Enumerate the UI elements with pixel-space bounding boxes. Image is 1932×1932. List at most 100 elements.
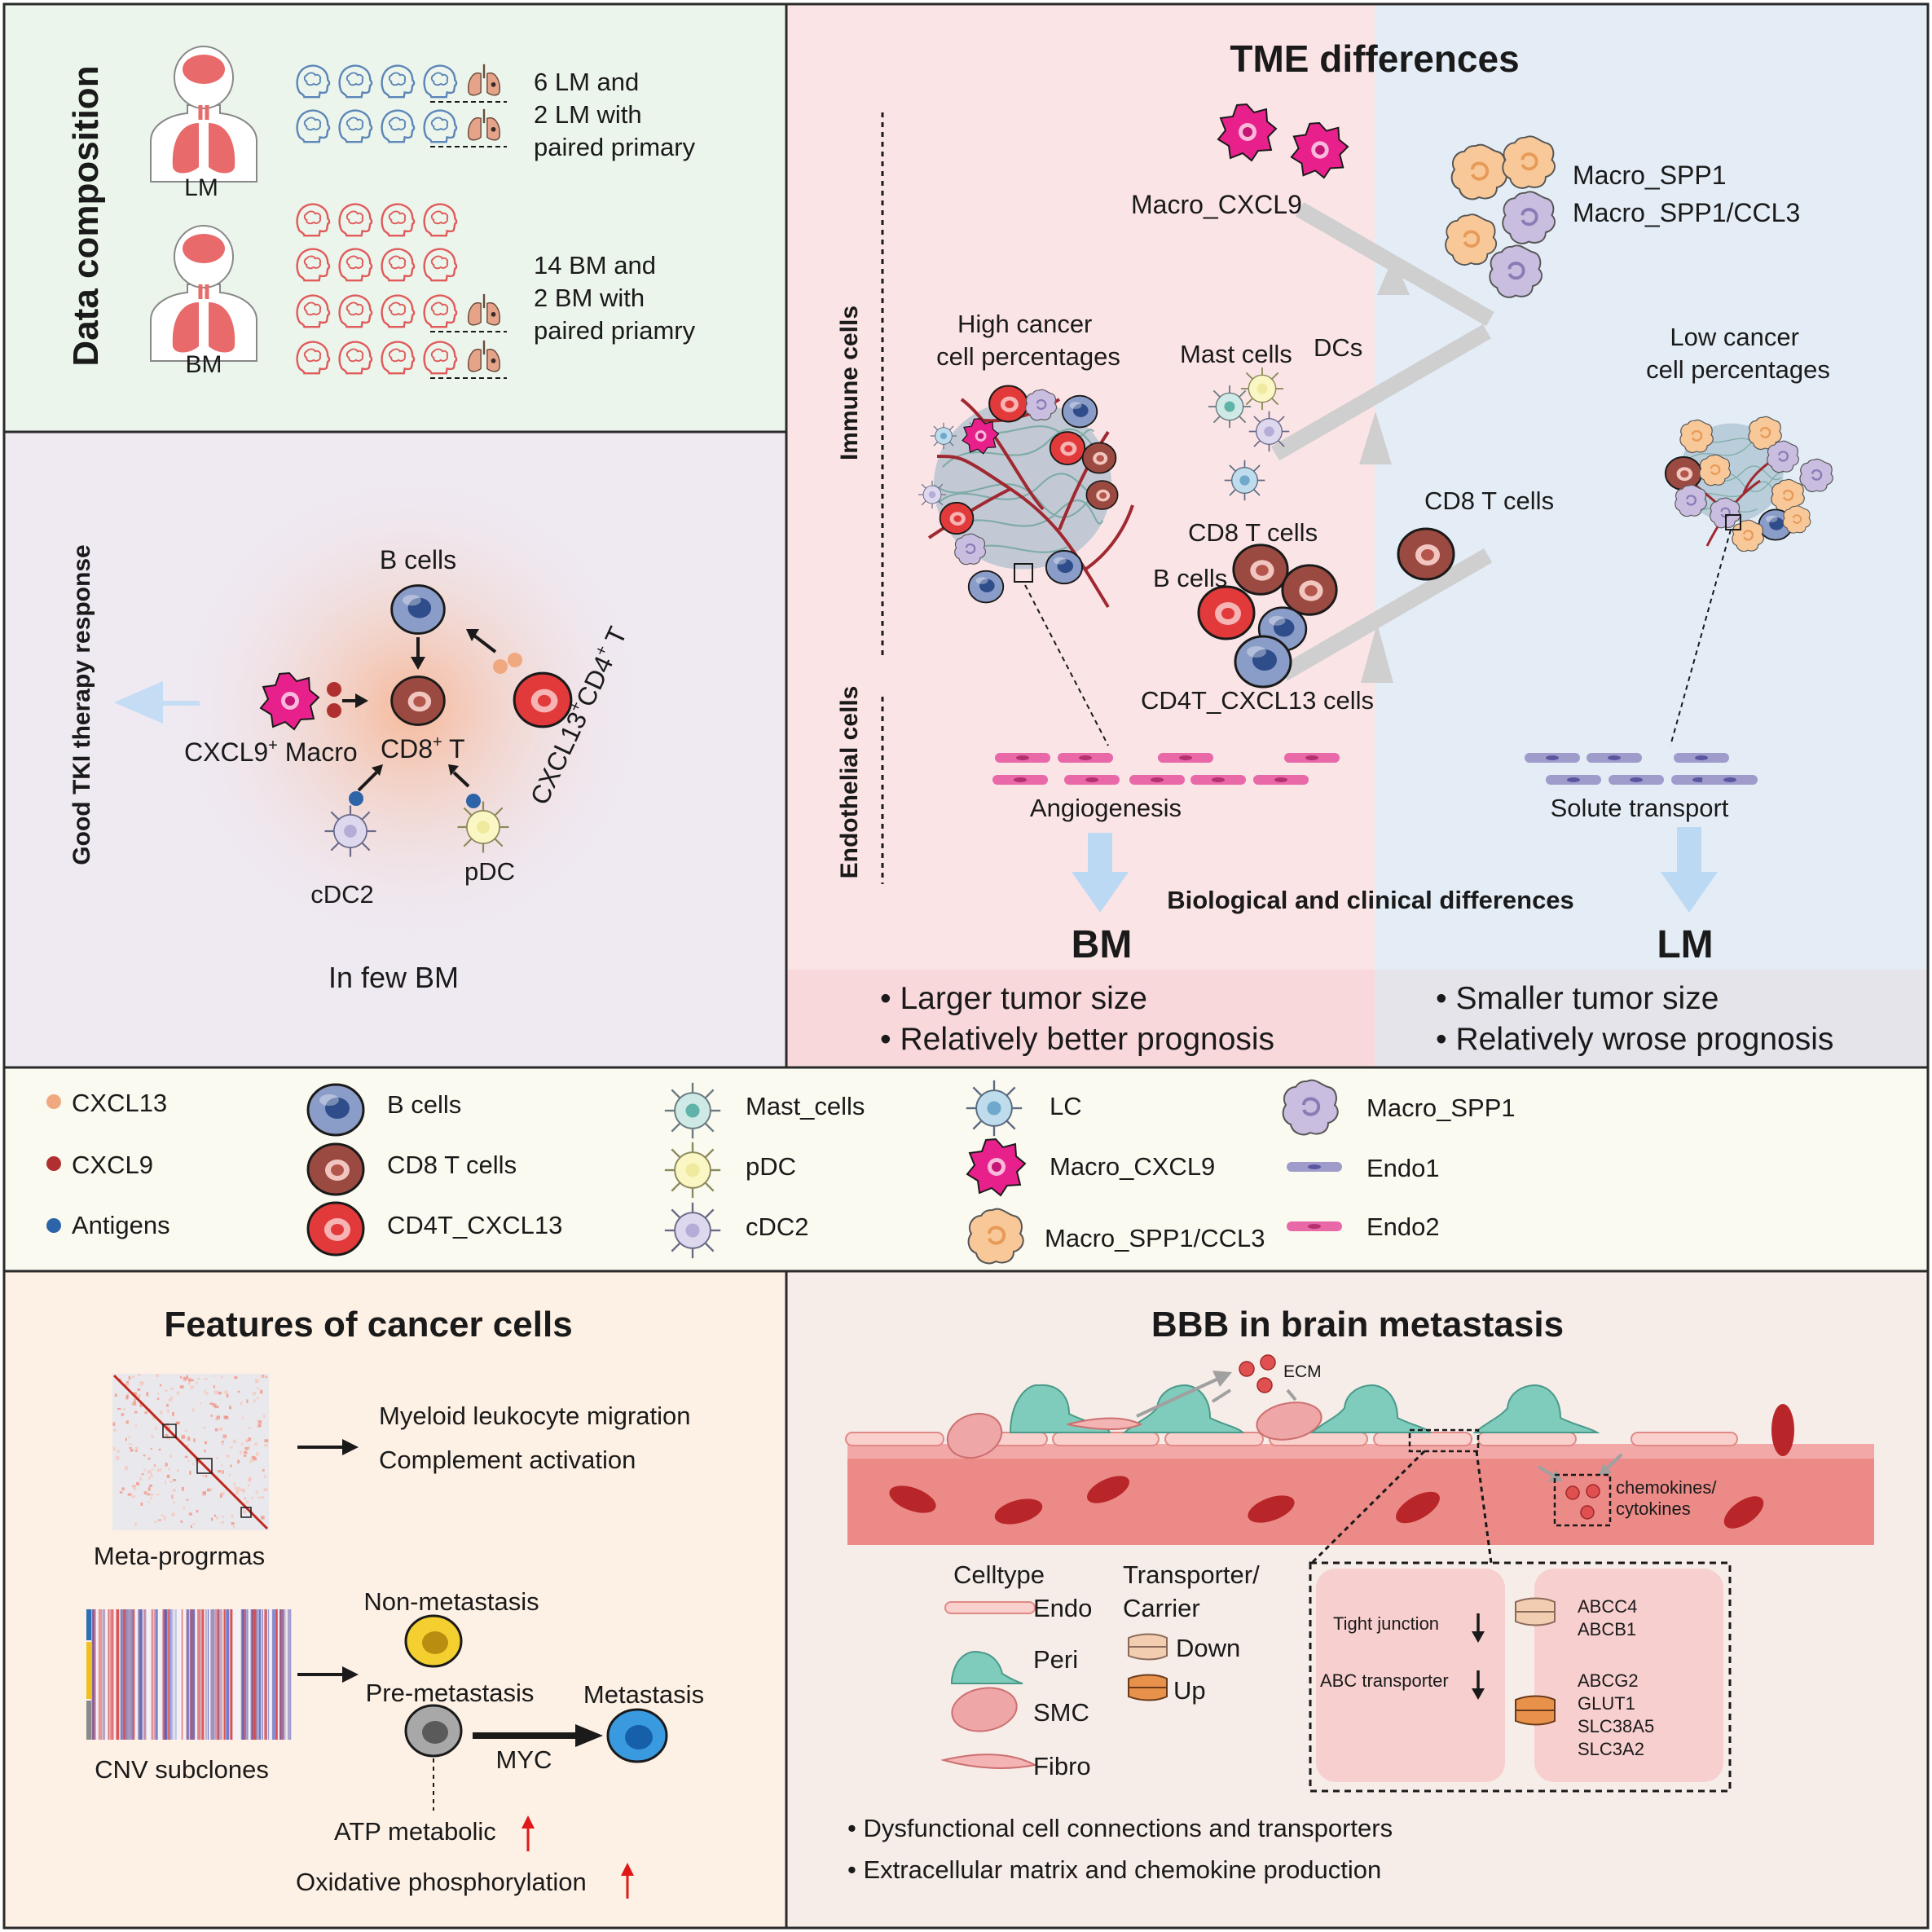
endothelial-cells-label: Endothelial cells <box>836 686 863 879</box>
endo2-cell <box>1158 753 1213 763</box>
tme-mast-cell <box>1207 384 1252 429</box>
complement-label: Complement activation <box>379 1446 636 1474</box>
atp-label: ATP metabolic <box>334 1817 496 1846</box>
chemokines-label: chemokines/ cytokines <box>1616 1477 1722 1519</box>
tme-cdc2-cell <box>1248 410 1291 453</box>
legend-cxcl9-dot <box>46 1156 61 1171</box>
tme-title: TME differences <box>1230 37 1519 80</box>
endo1-cell <box>1587 753 1642 763</box>
metastasis-label: Metastasis <box>583 1680 704 1709</box>
myeloid-label: Myeloid leukocyte migration <box>379 1402 691 1430</box>
tki-cdc2-label: cDC2 <box>310 880 374 909</box>
endo2-cell <box>992 775 1048 785</box>
endo2-cell <box>1284 753 1340 763</box>
down-genes: ABCC4 ABCB1 <box>1578 1596 1642 1639</box>
tme-cd8-cell <box>1232 544 1289 596</box>
lm-description: 6 LM and 2 LM with paired primary <box>534 68 696 161</box>
fibro-cell <box>1067 1417 1143 1430</box>
tme-cd4-cell <box>1197 585 1256 640</box>
endo2-cell <box>1190 775 1246 785</box>
down-transporter-icon <box>1128 1633 1168 1661</box>
pre-metastasis-cell <box>404 1704 463 1758</box>
tki-cd8-cell <box>390 676 446 726</box>
abc-transporter-label: ABC transporter <box>1320 1670 1449 1691</box>
endo1-cell <box>1525 753 1580 763</box>
tme-dcs-label: DCs <box>1314 333 1362 362</box>
tme-lc-cell <box>1223 459 1266 502</box>
non-metastasis-label: Non-metastasis <box>363 1587 539 1616</box>
bm-description: 14 BM and 2 BM with paired priamry <box>534 251 696 345</box>
legend-cdc2-label: cDC2 <box>746 1212 809 1241</box>
down-transporter-zoom-icon <box>1515 1597 1556 1626</box>
legend-cxcl13-label: CXCL13 <box>72 1089 167 1117</box>
up-transporter-zoom-icon <box>1515 1695 1556 1726</box>
tme-b-cells-label: B cells <box>1153 564 1227 592</box>
chemokine-box <box>1553 1473 1612 1527</box>
bm-tumor <box>918 385 1134 609</box>
tki-b-cell <box>390 584 446 635</box>
endo-lining <box>845 1432 1738 1446</box>
seesaw-lymph-beam <box>1279 548 1493 681</box>
myc-label: MYC <box>496 1745 552 1774</box>
legend-cdc2-icon <box>663 1201 722 1260</box>
legend-mast-label: Mast_cells <box>746 1092 865 1120</box>
up-arrow-icon <box>522 1815 634 1899</box>
lm-points: • Smaller tumor size • Relatively wrose … <box>1436 981 1833 1057</box>
legend-antigens-label: Antigens <box>72 1211 170 1239</box>
meta-programs-heatmap <box>112 1374 269 1530</box>
legend-cd4-icon <box>306 1201 365 1256</box>
lm-label: LM <box>184 174 218 201</box>
up-label: Up <box>1173 1676 1206 1705</box>
tki-caption: In few BM <box>328 961 459 994</box>
zoom-box <box>1309 1561 1732 1793</box>
legend-antigens-dot <box>46 1218 61 1233</box>
legend-cd8-label: CD8 T cells <box>387 1151 517 1179</box>
legend-endo1-icon <box>1287 1162 1342 1172</box>
metastasis-cell <box>606 1708 668 1763</box>
down-label: Down <box>1176 1634 1240 1662</box>
legend-pdc-label: pDC <box>746 1152 796 1181</box>
tki-macro-label: CXCL9+ Macro <box>184 737 358 767</box>
tme-b-cell <box>1234 635 1292 689</box>
legend-fibro-label: Fibro <box>1033 1752 1091 1780</box>
legend-endo1-label: Endo1 <box>1366 1154 1440 1182</box>
zoom-endo-left <box>1316 1569 1505 1782</box>
legend-cxcl13-dot <box>46 1094 61 1109</box>
endo2-cell <box>1129 775 1185 785</box>
tki-cdc2-cell <box>323 804 377 858</box>
lm-heading: LM <box>1657 923 1713 966</box>
tki-pdc-label: pDC <box>464 857 515 886</box>
features-title: Features of cancer cells <box>164 1305 572 1344</box>
legend-lc-icon <box>965 1079 1023 1138</box>
legend-smc-label: SMC <box>1033 1698 1089 1727</box>
transporter-heading: Transporter/ Carrier <box>1123 1560 1266 1622</box>
tme-macro-spp1-ccl3-label: Macro_SPP1/CCL3 <box>1573 198 1800 227</box>
seesaw-macro-fulcrum <box>1377 257 1410 295</box>
tki-pdc-cell <box>456 800 510 854</box>
legend-lc-label: LC <box>1050 1092 1082 1120</box>
ecm-dots <box>1239 1354 1276 1393</box>
cnv-label: CNV subclones <box>95 1755 269 1784</box>
pre-metastasis-label: Pre-metastasis <box>366 1679 535 1707</box>
endo2-cell <box>1064 775 1120 785</box>
endo2-cell <box>995 753 1050 763</box>
celltype-heading: Celltype <box>953 1560 1045 1589</box>
legend-endo-icon <box>944 1601 1036 1614</box>
legend-b-cells-label: B cells <box>387 1090 461 1119</box>
legend-cd8-icon <box>306 1142 365 1196</box>
bbb-points: • Dysfunctional cell connections and tra… <box>847 1814 1400 1884</box>
low-cancer-label: Low cancer cell percentages <box>1646 323 1830 384</box>
immune-cells-label: Immune cells <box>836 306 863 460</box>
endo2-cell <box>1058 753 1113 763</box>
endo1-cell <box>1702 775 1758 785</box>
legend-endo-label: Endo <box>1033 1594 1092 1622</box>
non-metastasis-cell <box>404 1614 463 1668</box>
tme-cd8-right-label: CD8 T cells <box>1424 486 1554 515</box>
lm-down-arrow <box>1661 827 1718 913</box>
legend-macro-spp1-label: Macro_SPP1 <box>1366 1094 1516 1122</box>
legend-panel <box>5 1067 1927 1271</box>
bm-points: • Larger tumor size • Relatively better … <box>880 981 1274 1057</box>
bm-label: BM <box>186 351 222 378</box>
endo1-cell <box>1674 753 1729 763</box>
tki-b-cells-label: B cells <box>380 545 456 574</box>
